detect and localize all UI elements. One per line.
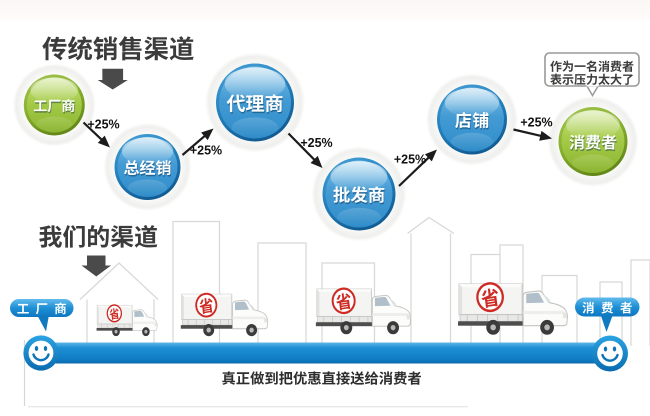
svg-text:+25%: +25% [300,136,332,150]
svg-text:+25%: +25% [190,144,222,158]
svg-text:+25%: +25% [87,118,119,132]
svg-text:+25%: +25% [394,153,426,167]
svg-text:+25%: +25% [520,116,552,130]
